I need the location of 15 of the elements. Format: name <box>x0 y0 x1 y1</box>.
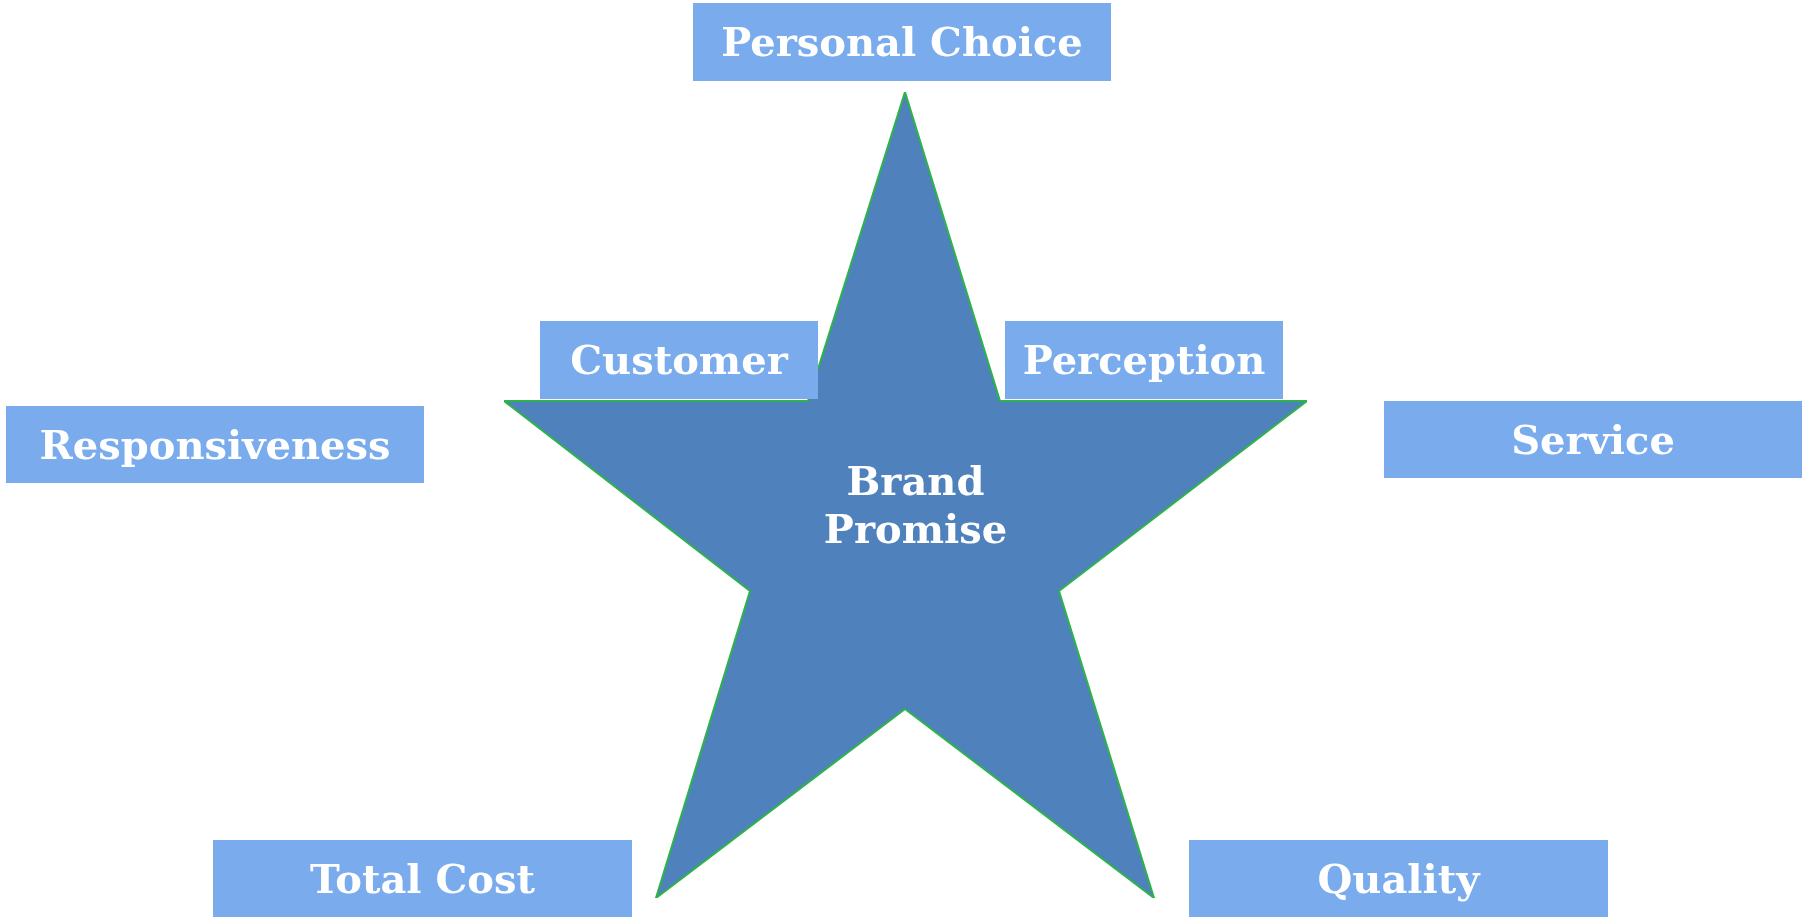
label-box <box>693 3 1111 81</box>
box-label: Service <box>1511 415 1675 464</box>
label-box <box>540 321 818 399</box>
box-label: Quality <box>1317 854 1480 903</box>
label-box <box>6 406 424 483</box>
label-box <box>1005 321 1283 399</box>
label-box <box>1384 401 1802 478</box>
box-label: Total Cost <box>310 854 535 903</box>
star-label: Brand Promise <box>822 457 1009 553</box>
box-label: Perception <box>1022 336 1266 384</box>
label-box <box>1189 840 1608 917</box>
box-label: Customer <box>570 336 788 384</box>
label-box <box>213 840 632 917</box>
box-label: Personal Choice <box>721 18 1083 66</box>
box-label: Responsiveness <box>39 420 391 469</box>
